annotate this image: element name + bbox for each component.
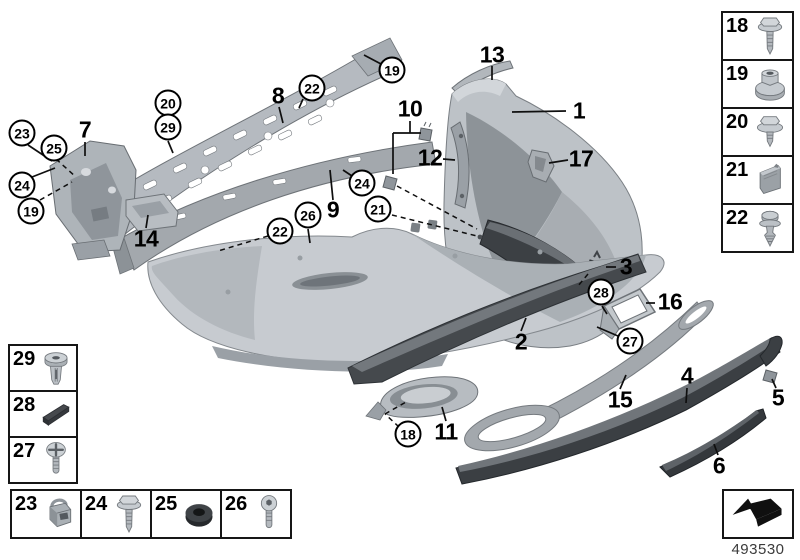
thumb-box-19[interactable]: 19 (721, 59, 794, 109)
callout-9[interactable]: 9 (326, 196, 340, 223)
thumb-box-26[interactable]: 26 (220, 489, 292, 539)
callout-circled-19-top[interactable]: 19 (378, 56, 406, 84)
thumb-number: 24 (85, 493, 108, 515)
rivet-nut-icon (44, 352, 68, 385)
callout-4[interactable]: 4 (680, 362, 694, 389)
thumb-box-18[interactable]: 18 (721, 11, 794, 61)
thumb-number: 27 (13, 440, 36, 462)
thumb-number: 29 (13, 348, 36, 370)
thumb-number: 18 (726, 15, 749, 37)
callout-circled-22-top[interactable]: 22 (298, 74, 326, 102)
thumb-number: 25 (155, 493, 178, 515)
callout-circled-25[interactable]: 25 (40, 134, 68, 162)
callout-circled-18[interactable]: 18 (394, 420, 422, 448)
callout-circled-23[interactable]: 23 (8, 119, 36, 147)
thumb-number: 21 (726, 159, 749, 181)
callout-7[interactable]: 7 (78, 116, 92, 143)
callout-circled-24-mid[interactable]: 24 (348, 169, 376, 197)
foam-strip-icon (42, 404, 70, 426)
hex-screw-washer-long-icon (116, 495, 141, 534)
callout-17[interactable]: 17 (568, 145, 594, 172)
callout-circled-28[interactable]: 28 (587, 278, 615, 306)
callout-15[interactable]: 15 (607, 386, 633, 413)
callout-8[interactable]: 8 (271, 82, 285, 109)
callout-circled-21[interactable]: 21 (364, 195, 392, 223)
thumb-box-20[interactable]: 20 (721, 107, 794, 157)
callout-6[interactable]: 6 (712, 452, 726, 479)
phillips-screw-icon (45, 442, 66, 474)
trim-clip-plate-icon (759, 163, 781, 195)
thumb-box-21[interactable]: 21 (721, 155, 794, 205)
callout-12[interactable]: 12 (417, 144, 443, 171)
thumb-number: 23 (15, 493, 38, 515)
thumb-number: 26 (225, 493, 248, 515)
hex-screw-washer-short-icon (757, 116, 784, 148)
callout-circled-20[interactable]: 20 (154, 89, 182, 117)
torx-screw-icon (260, 495, 277, 529)
flange-nut-icon (755, 69, 785, 101)
callout-2[interactable]: 2 (514, 328, 528, 355)
callout-1[interactable]: 1 (572, 97, 586, 124)
callout-circled-29[interactable]: 29 (154, 113, 182, 141)
callout-circled-26[interactable]: 26 (294, 201, 322, 229)
thumb-number: 28 (13, 394, 36, 416)
callout-circled-19-left[interactable]: 19 (17, 197, 45, 225)
cage-nut-icon (49, 498, 71, 528)
thumb-number: 20 (726, 111, 749, 133)
thumb-box-25[interactable]: 25 (150, 489, 222, 539)
thumb-box-22[interactable]: 22 (721, 203, 794, 253)
thumb-number: 22 (726, 207, 749, 229)
callout-10[interactable]: 10 (397, 95, 423, 122)
view-direction-box[interactable] (722, 489, 794, 539)
callout-circled-22-lower[interactable]: 22 (266, 217, 294, 245)
hex-screw-washer-long-icon (757, 17, 783, 56)
callout-16[interactable]: 16 (657, 288, 683, 315)
callout-13[interactable]: 13 (479, 41, 505, 68)
callout-circled-24-left[interactable]: 24 (8, 171, 36, 199)
diagram-id: 493530 (731, 541, 785, 558)
thumb-box-28[interactable]: 28 (8, 390, 78, 438)
callout-11[interactable]: 11 (434, 418, 458, 445)
thumb-number: 19 (726, 63, 749, 85)
thumb-box-23[interactable]: 23 (10, 489, 82, 539)
callout-5[interactable]: 5 (771, 384, 785, 411)
view-direction-arrow-icon (732, 498, 782, 527)
callout-circled-27[interactable]: 27 (616, 327, 644, 355)
thumb-box-24[interactable]: 24 (80, 489, 152, 539)
callout-14[interactable]: 14 (133, 225, 159, 252)
callout-3[interactable]: 3 (619, 253, 633, 280)
thumb-box-27[interactable]: 27 (8, 436, 78, 484)
expansion-rivet-icon (759, 210, 781, 248)
rubber-grommet-icon (185, 504, 213, 527)
thumb-box-29[interactable]: 29 (8, 344, 78, 392)
